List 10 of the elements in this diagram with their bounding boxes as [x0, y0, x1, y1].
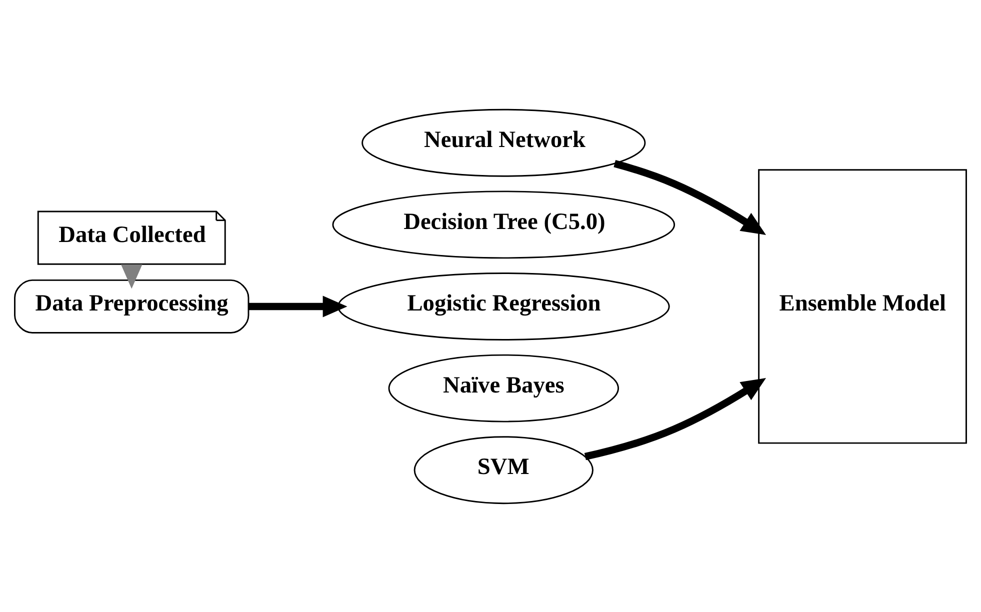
- arrow: [584, 378, 766, 460]
- node-ellipse: Naïve Bayes: [388, 354, 619, 422]
- node-ellipse: Decision Tree (C5.0): [332, 190, 676, 258]
- node-box: Data Preprocessing: [14, 278, 250, 334]
- node-box: Ensemble Model: [758, 168, 967, 444]
- node-ellipse: SVM: [414, 436, 594, 504]
- arrow: [614, 160, 766, 234]
- node-ellipse: Logistic Regression: [337, 272, 670, 340]
- node-ellipse: Neural Network: [362, 108, 646, 176]
- arrow: [248, 295, 348, 317]
